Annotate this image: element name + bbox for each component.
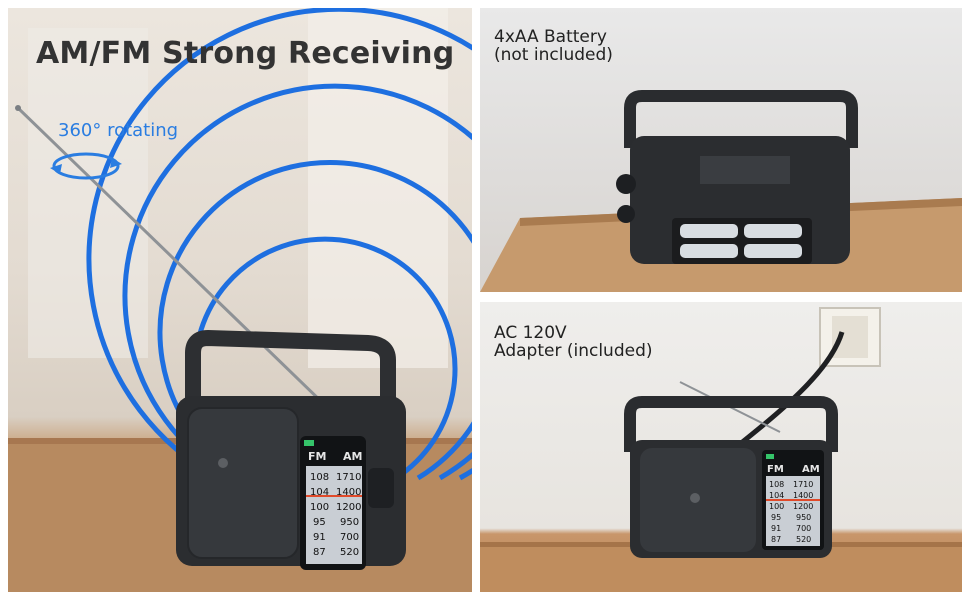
frequency-scale <box>766 476 820 546</box>
am-freq: 1710 <box>336 472 361 483</box>
fm-freq: 100 <box>310 502 329 513</box>
fm-freq: 104 <box>769 491 784 500</box>
radio-hero-illustration: FM AM 108 104 100 95 91 87 1710 1400 120… <box>8 8 472 592</box>
band-label-am: AM <box>343 450 362 463</box>
fm-freq: 108 <box>769 480 784 489</box>
battery-caption-line2: (not included) <box>494 45 613 65</box>
fm-freq: 87 <box>771 535 781 544</box>
hero-panel: FM AM 108 104 100 95 91 87 1710 1400 120… <box>8 8 472 592</box>
am-freq: 1710 <box>793 480 813 489</box>
fm-freq: 104 <box>310 487 329 498</box>
band-label-fm: FM <box>308 450 326 463</box>
battery-panel: 4xAA Battery (not included) <box>480 8 962 292</box>
battery-caption: 4xAA Battery (not included) <box>494 28 613 64</box>
fm-freq: 95 <box>771 513 781 522</box>
fm-freq: 87 <box>313 547 326 558</box>
am-freq: 1400 <box>336 487 361 498</box>
tuning-knob <box>368 468 394 508</box>
adapter-caption-line2: Adapter (included) <box>494 341 653 361</box>
aa-batteries <box>680 224 802 258</box>
adapter-caption-line1: AC 120V <box>494 323 567 343</box>
rotation-label: 360° rotating <box>58 120 179 141</box>
radio-handle <box>624 396 838 452</box>
band-label-fm: FM <box>767 464 784 475</box>
fm-freq: 108 <box>310 472 329 483</box>
telescopic-antenna <box>16 106 330 410</box>
am-freq: 700 <box>796 524 811 533</box>
adapter-caption: AC 120V Adapter (included) <box>494 324 653 360</box>
speaker-grille <box>187 407 299 559</box>
am-freq: 950 <box>796 513 811 522</box>
fm-freq: 95 <box>313 517 326 528</box>
fm-freq: 91 <box>313 532 326 543</box>
headline: AM/FM Strong Receiving <box>36 36 455 71</box>
am-freq: 1200 <box>336 502 361 513</box>
radio-handle <box>185 329 396 418</box>
fm-freq: 100 <box>769 502 784 511</box>
frequency-scale <box>306 466 362 564</box>
am-freq: 520 <box>796 535 811 544</box>
radio-back-illustration <box>480 90 962 292</box>
battery-caption-line1: 4xAA Battery <box>494 27 607 47</box>
fm-freq: 91 <box>771 524 781 533</box>
am-freq: 520 <box>340 547 359 558</box>
am-freq: 1400 <box>793 491 813 500</box>
adapter-panel: FM AM 108 104 100 95 91 87 1710 1400 120… <box>480 302 962 592</box>
radio-adapter-illustration: FM AM 108 104 100 95 91 87 1710 1400 120… <box>480 307 962 592</box>
band-label-am: AM <box>802 464 820 475</box>
am-freq: 1200 <box>793 502 813 511</box>
am-freq: 950 <box>340 517 359 528</box>
am-freq: 700 <box>340 532 359 543</box>
radio-handle <box>624 90 858 148</box>
rotate-arrows-icon <box>50 152 122 180</box>
